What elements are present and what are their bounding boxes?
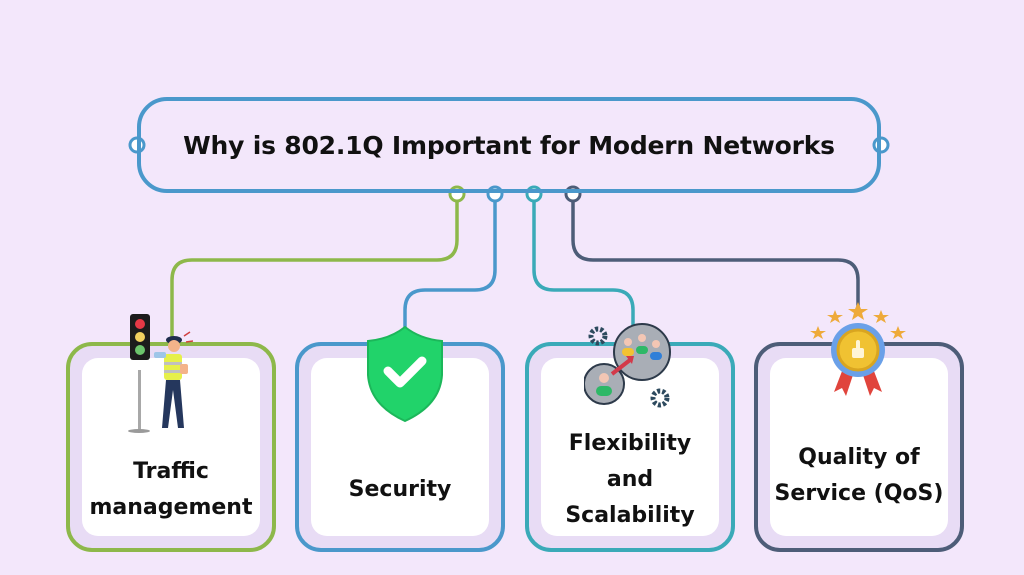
- traffic-connector: [170, 200, 459, 342]
- card-inner: [770, 358, 948, 536]
- title-box: Why is 802.1Q Important for Modern Netwo…: [137, 97, 881, 193]
- quality-medal-icon: [810, 302, 906, 396]
- card-label: Quality of Service (QoS): [758, 440, 960, 512]
- label-line: Security: [348, 477, 452, 502]
- card-label: Traffic management: [70, 454, 272, 526]
- security-connector: [403, 200, 497, 330]
- shield-check-icon: [367, 325, 443, 423]
- label-line: and: [606, 467, 654, 492]
- label-line: Service (QoS): [774, 481, 944, 506]
- label-line: Flexibility: [568, 431, 692, 456]
- label-line: management: [89, 495, 253, 520]
- page-title: Why is 802.1Q Important for Modern Netwo…: [183, 130, 835, 160]
- card-security: Security: [295, 342, 505, 552]
- label-line: Quality of: [798, 445, 920, 470]
- qos-connector: [571, 200, 860, 310]
- card-quality-of-service: Quality of Service (QoS): [754, 342, 964, 552]
- flexibility-connector: [532, 200, 635, 330]
- card-inner: [541, 358, 719, 536]
- card-label: Flexibility and Scalability: [529, 426, 731, 534]
- card-label: Security: [299, 472, 501, 508]
- traffic-officer-icon: [128, 314, 194, 433]
- card-flexibility-scalability: Flexibility and Scalability: [525, 342, 735, 552]
- label-line: Traffic: [133, 459, 209, 484]
- label-line: Scalability: [565, 503, 695, 528]
- team-scaling-icon: [584, 323, 671, 408]
